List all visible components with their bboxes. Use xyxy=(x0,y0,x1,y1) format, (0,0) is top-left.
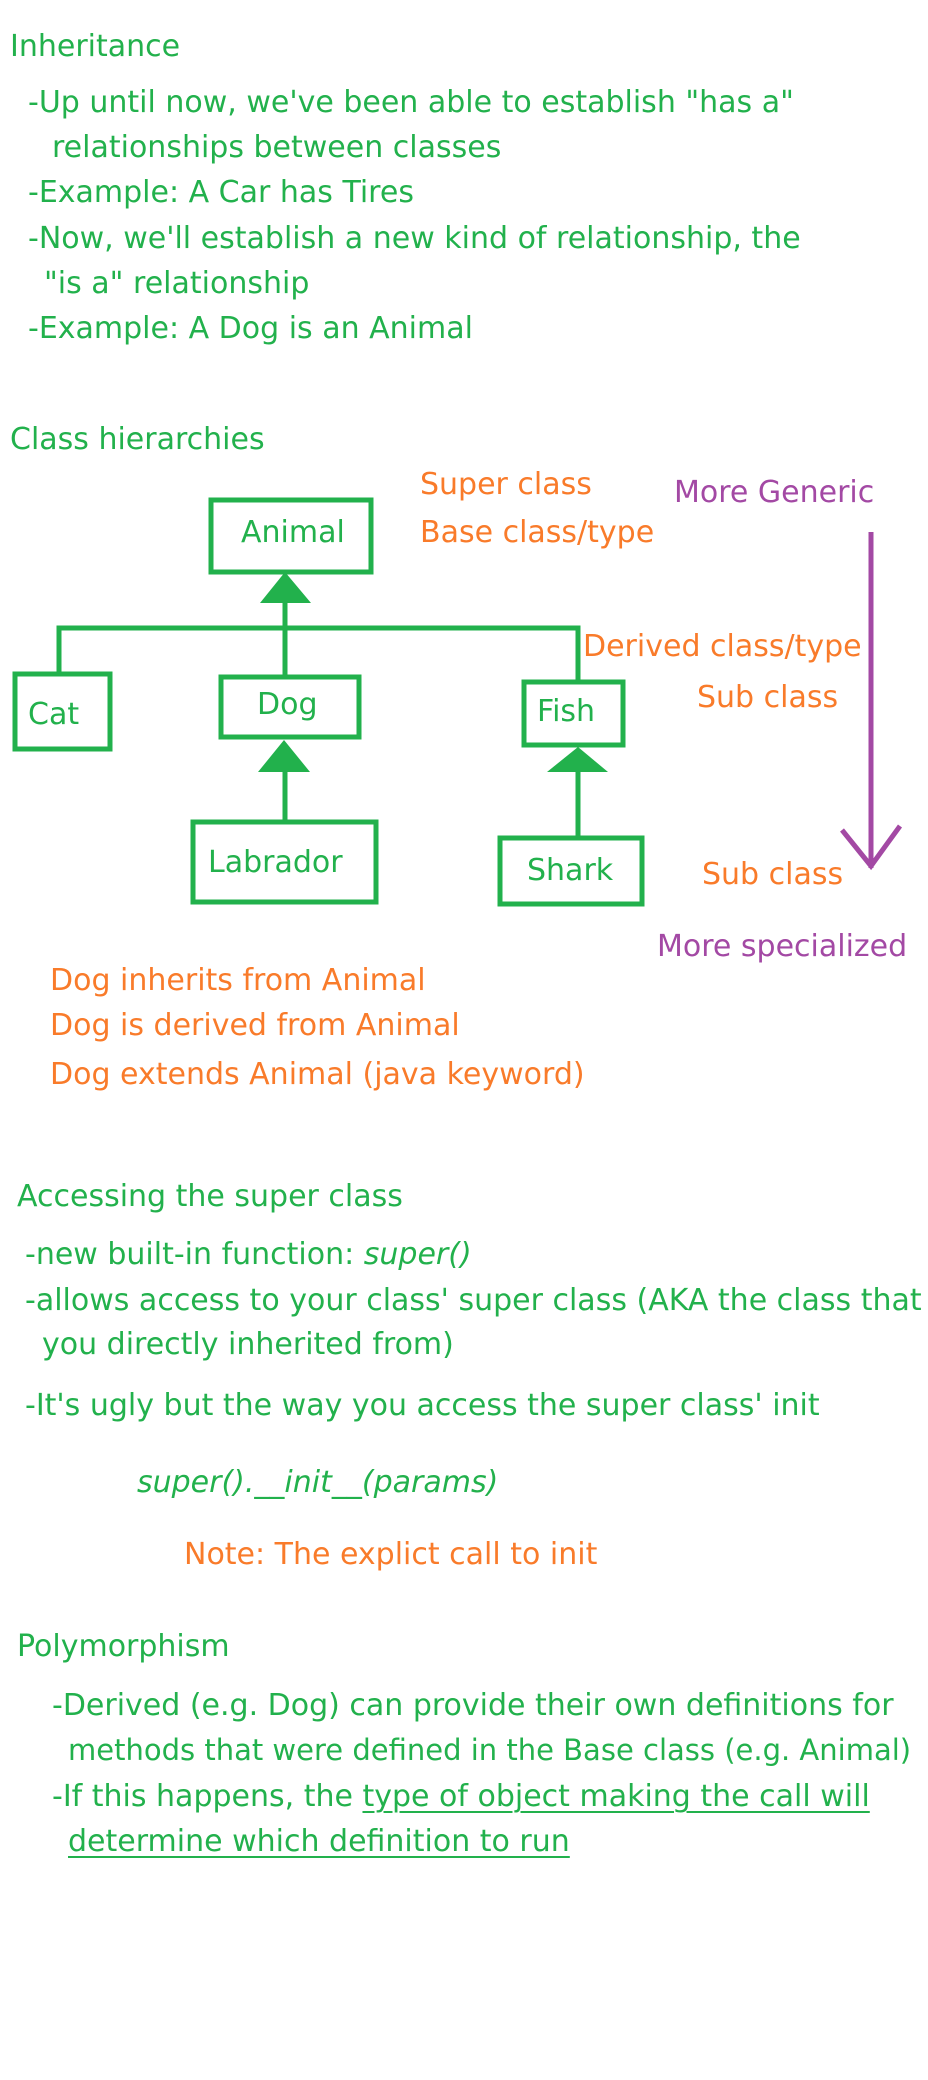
base-class-label: Base class/type xyxy=(420,515,655,550)
polymorphism-line-2: methods that were defined in the Base cl… xyxy=(68,1733,912,1767)
polymorphism-underlined-1: type of object making the call will xyxy=(362,1779,870,1814)
inherit-arrow-icon xyxy=(547,747,608,772)
sub-class-label: Sub class xyxy=(697,680,839,715)
arrow-head-icon xyxy=(840,824,903,871)
cat-node-label: Cat xyxy=(28,697,80,732)
note-inherits: Dog inherits from Animal xyxy=(50,963,426,998)
class-hierarchies-title: Class hierarchies xyxy=(10,422,265,457)
polymorphism-title: Polymorphism xyxy=(17,1629,230,1664)
sub-class-label-2: Sub class xyxy=(702,857,844,892)
inheritance-line-4: -Now, we'll establish a new kind of rela… xyxy=(28,221,801,256)
dog-node-label: Dog xyxy=(257,687,318,722)
inheritance-line-1: -Up until now, we've been able to establ… xyxy=(28,85,794,120)
dog-node-box xyxy=(218,674,362,740)
polymorphism-line-4: determine which definition to run xyxy=(52,1827,570,1857)
super-init-code: super().__init__(params) xyxy=(137,1465,499,1500)
more-generic-label: More Generic xyxy=(674,475,875,510)
labrador-node-label: Labrador xyxy=(208,845,343,880)
polymorphism-line-3: -If this happens, the type of object mak… xyxy=(52,1782,870,1812)
super-access-line-4: -It's ugly but the way you access the su… xyxy=(25,1388,820,1423)
super-access-line-1: -new built-in function: super() xyxy=(25,1240,472,1270)
derived-class-label: Derived class/type xyxy=(583,629,862,664)
super-access-line-2: -allows access to your class' super clas… xyxy=(25,1283,922,1318)
animal-node-label: Animal xyxy=(241,515,345,550)
inheritance-line-6: -Example: A Dog is an Animal xyxy=(28,311,473,346)
polymorphism-line-3-text: -If this happens, the xyxy=(52,1779,363,1814)
animal-node-box xyxy=(208,497,374,575)
inheritance-line-5: "is a" relationship xyxy=(44,266,310,301)
inheritance-title: Inheritance xyxy=(10,29,181,64)
inherit-arrow-icon xyxy=(258,740,310,772)
inheritance-line-2: relationships between classes xyxy=(52,130,502,165)
super-access-line-1-text: -new built-in function: xyxy=(25,1237,364,1272)
polymorphism-line-1: -Derived (e.g. Dog) can provide their ow… xyxy=(52,1688,894,1723)
fish-node-box xyxy=(521,679,626,748)
inheritance-line-3: -Example: A Car has Tires xyxy=(28,175,414,210)
shark-node-box xyxy=(497,835,645,907)
super-code-inline: super() xyxy=(363,1237,472,1272)
inherit-arrow-icon xyxy=(260,572,311,603)
hierarchy-connector-line xyxy=(56,625,581,682)
explicit-init-note: Note: The explict call to init xyxy=(184,1537,598,1572)
super-class-label: Super class xyxy=(420,467,592,502)
super-access-line-3: you directly inherited from) xyxy=(42,1327,454,1362)
note-derived: Dog is derived from Animal xyxy=(50,1008,460,1043)
fish-node-label: Fish xyxy=(537,694,596,729)
shark-node-label: Shark xyxy=(527,853,614,888)
cat-node-box xyxy=(12,671,113,752)
note-extends: Dog extends Animal (java keyword) xyxy=(50,1057,585,1092)
polymorphism-underlined-2: determine which definition to run xyxy=(68,1824,570,1859)
super-access-title: Accessing the super class xyxy=(17,1179,403,1214)
more-specialized-label: More specialized xyxy=(657,929,908,964)
